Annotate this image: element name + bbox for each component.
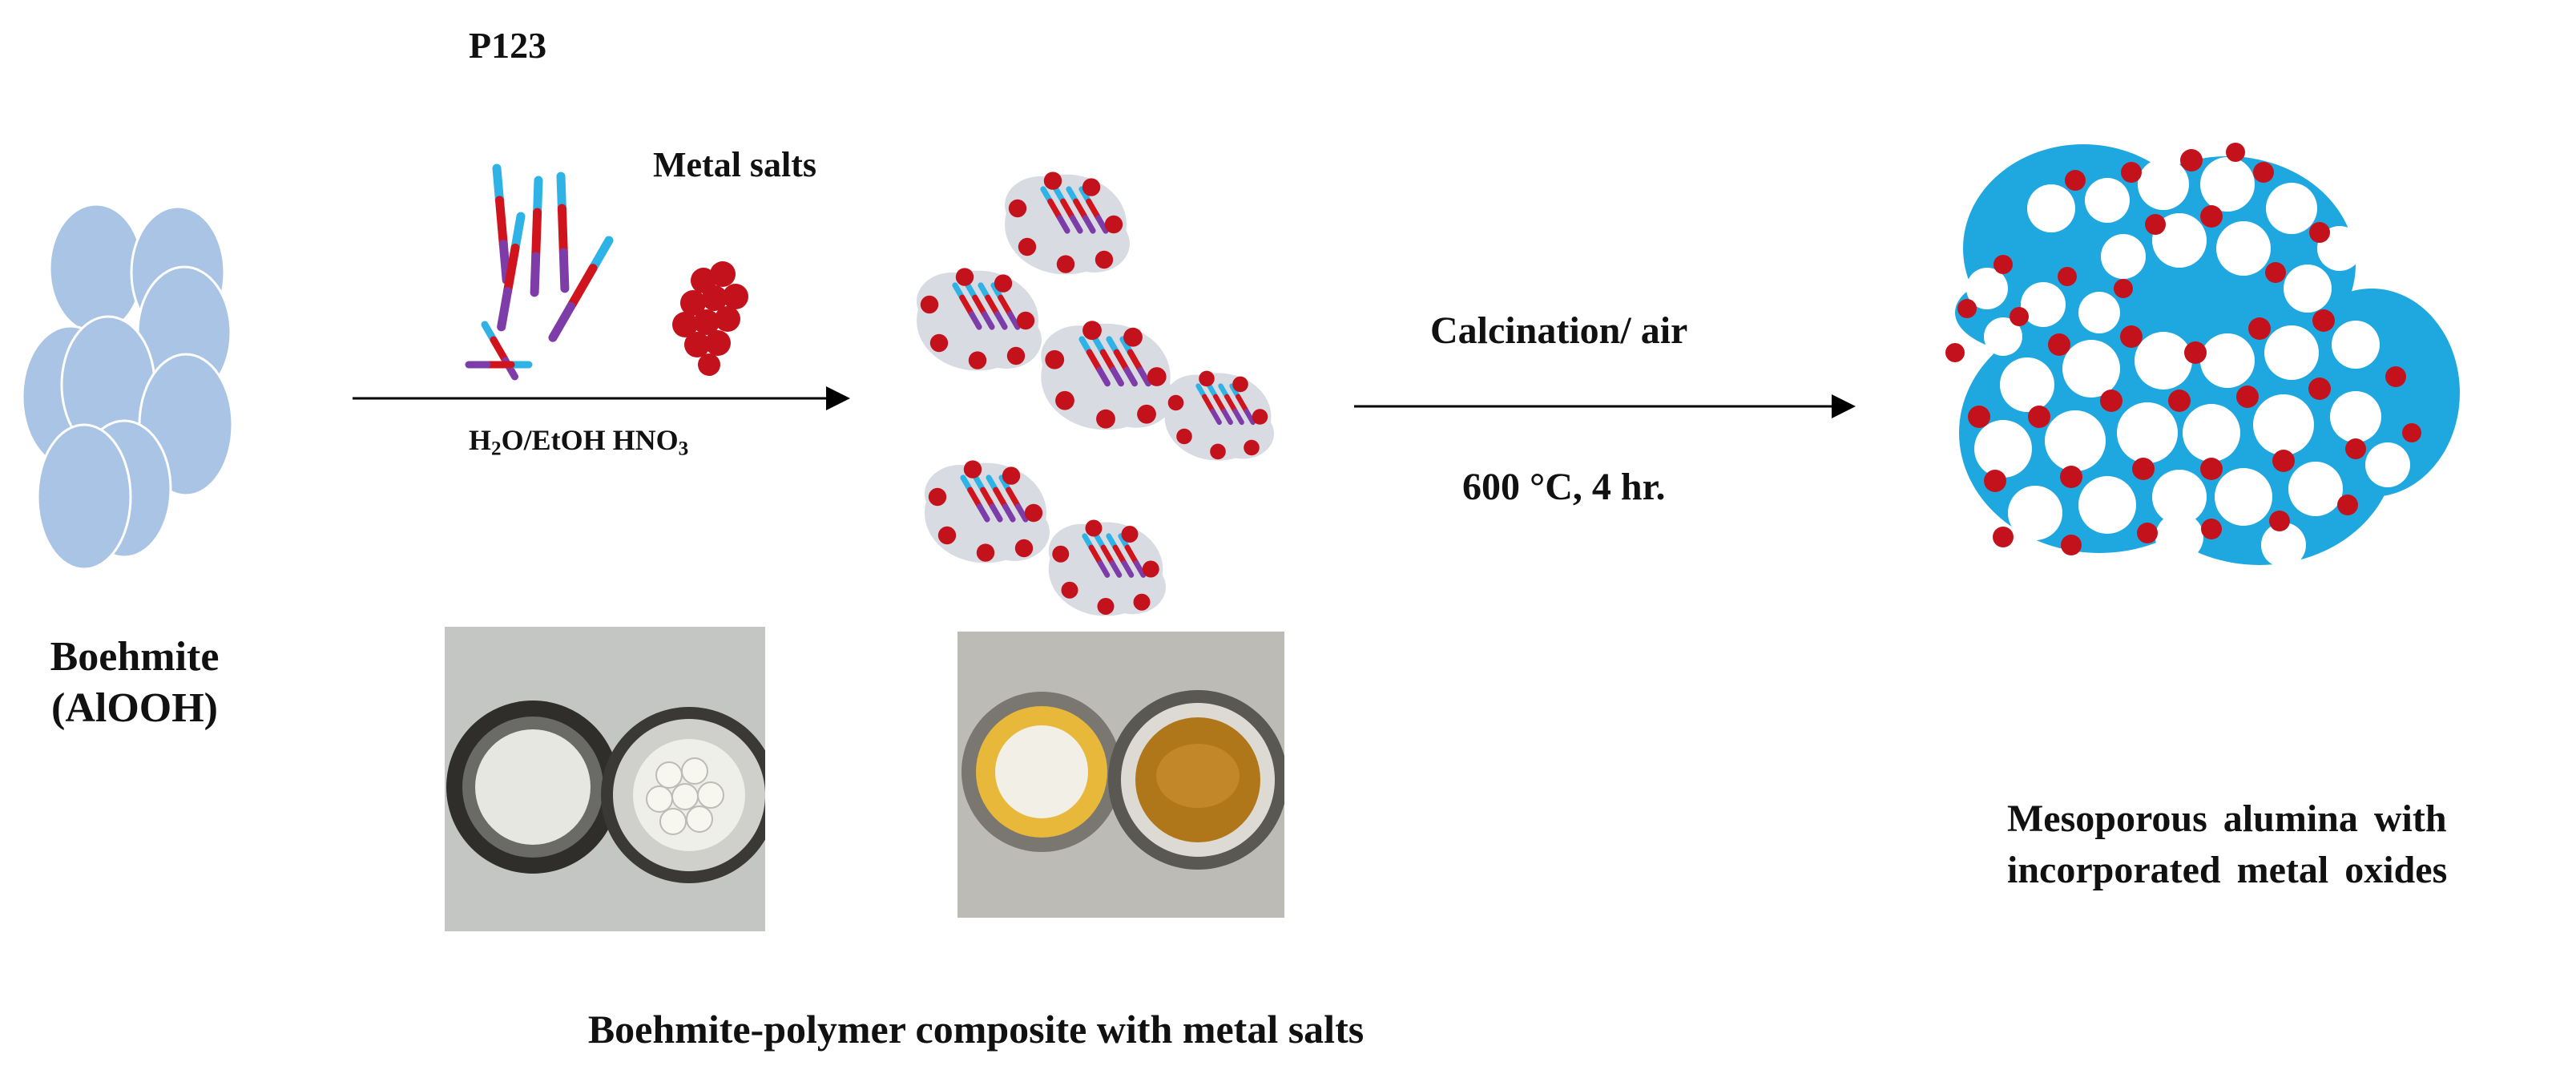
boehmite-label-line2: (AlOOH): [51, 685, 218, 731]
product-label: Mesoporous alumina with incorporated met…: [2007, 793, 2447, 896]
photo-composite-vessel: [957, 632, 1284, 918]
composite-caption: Boehmite-polymer composite with metal sa…: [587, 1007, 1365, 1052]
composite-blobs: [917, 172, 1274, 616]
metal-salt-cluster: [672, 261, 748, 376]
photo-boehmite-vessel: [445, 627, 765, 931]
p123-polymer-chains: [469, 168, 609, 377]
product-label-line1: Mesoporous alumina with: [2007, 797, 2447, 840]
p123-label: P123: [469, 25, 547, 66]
metal-salts-label: Metal salts: [653, 145, 817, 184]
product-label-line2: incorporated metal oxides: [2007, 849, 2448, 891]
temperature-label: 600 °C, 4 hr.: [1462, 466, 1666, 508]
boehmite-label-line1: Boehmite: [50, 634, 220, 680]
boehmite-cluster: [21, 203, 234, 571]
calcination-label: Calcination/ air: [1430, 309, 1688, 352]
boehmite-label: Boehmite (AlOOH): [50, 632, 220, 734]
mesoporous-alumina: [1945, 143, 2460, 567]
solvent-label: H2O/EtOH HNO3: [469, 424, 689, 460]
